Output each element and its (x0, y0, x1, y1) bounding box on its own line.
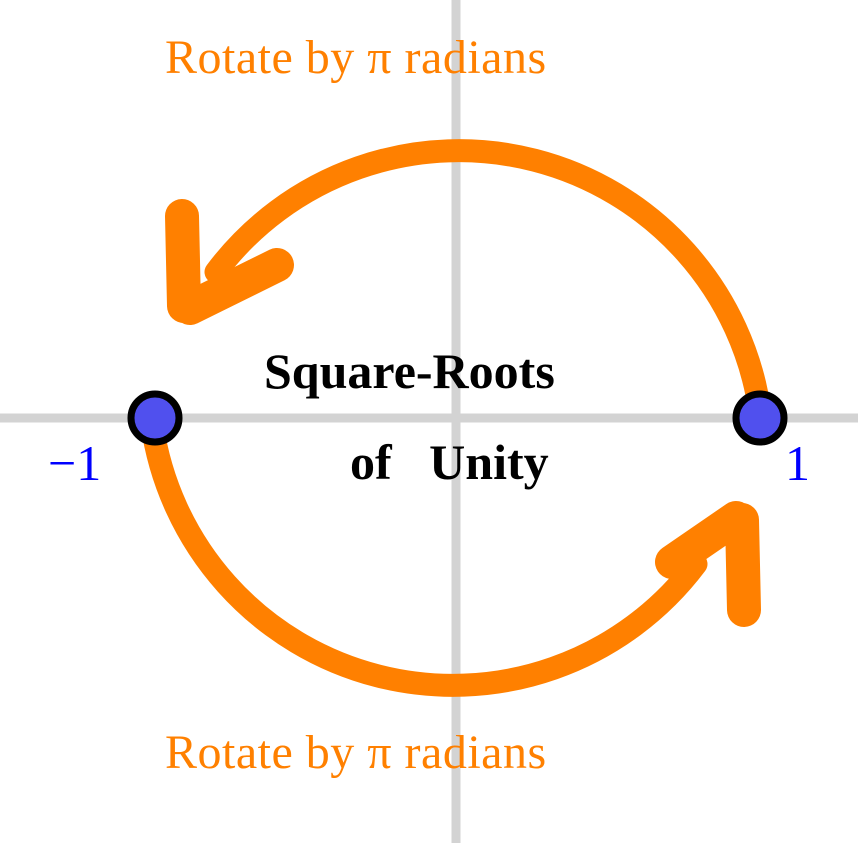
bottom-arrowhead-barb-right (725, 503, 761, 627)
point-label-positive-one: 1 (785, 435, 810, 491)
point-positive-one[interactable] (732, 390, 788, 446)
figure-title-line-2: of Unity (350, 434, 549, 490)
point-label-negative-one: −1 (48, 435, 102, 491)
top-rotation-arc (204, 139, 772, 424)
bottom-rotation-arc (140, 412, 708, 697)
top-rotation-arrow (165, 139, 772, 424)
top-rotation-label: Rotate by π radians (165, 31, 547, 84)
root-points-group (127, 390, 788, 446)
point-negative-one[interactable] (127, 390, 183, 446)
top-arrowhead-barb-right (173, 248, 294, 325)
bottom-rotation-label: Rotate by π radians (165, 726, 547, 779)
figure-title-line-1: Square-Roots (264, 343, 555, 399)
top-arrowhead-barb-left (165, 199, 201, 323)
bottom-arrowhead-barb-left (655, 501, 753, 579)
bottom-rotation-arrow (140, 412, 761, 697)
